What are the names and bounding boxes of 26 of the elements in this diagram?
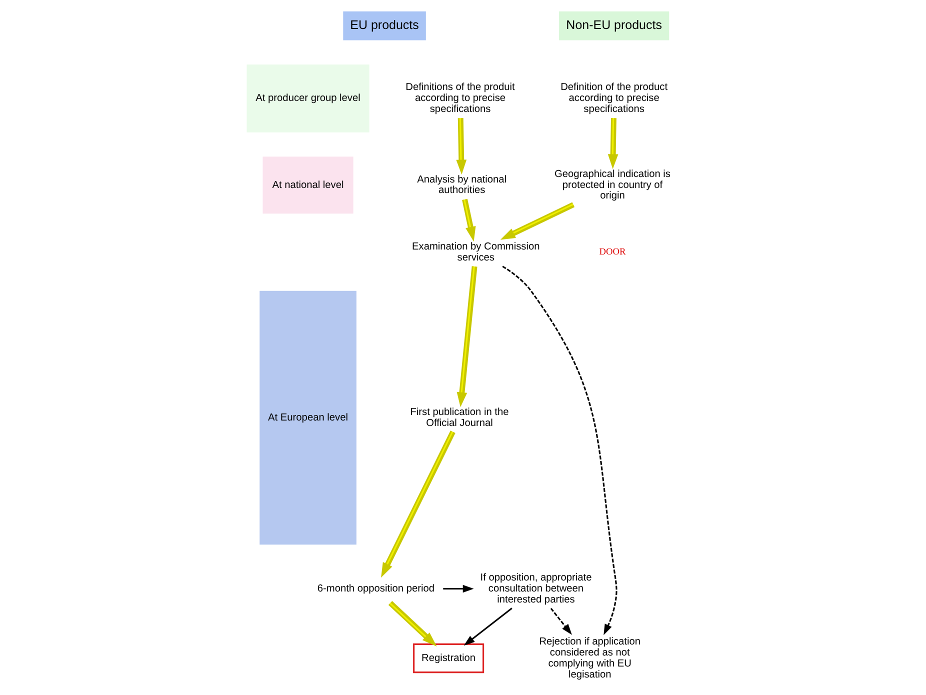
node-text: If opposition, appropriate consultation between interested parties xyxy=(480,572,592,606)
node-text: Definition of the product according to precise specifications xyxy=(560,82,668,116)
arrow xyxy=(464,608,512,646)
node-text: 6-month opposition period xyxy=(317,583,434,594)
arrow xyxy=(388,600,437,646)
node-box: Non-EU products xyxy=(559,11,670,40)
node-text: Examination by Commission services xyxy=(412,241,540,264)
node-text: Geographical indication is protected in country of origin xyxy=(554,168,670,202)
arrow xyxy=(456,118,467,175)
arrow xyxy=(502,266,618,636)
node-box: At national level xyxy=(262,156,354,214)
arrow xyxy=(550,608,572,635)
node-text: Definitions of the produit according to precise specifications xyxy=(406,82,515,116)
label: DOOR xyxy=(599,248,626,258)
arrow xyxy=(443,584,474,593)
node-box: EU products xyxy=(343,11,426,40)
arrow xyxy=(381,430,456,578)
arrow xyxy=(608,118,618,170)
node-box: Registration xyxy=(413,643,484,674)
node-text: First publication in the Official Journal xyxy=(410,406,509,429)
node-text: Rejection if application considered as not complying with EU legisation xyxy=(539,636,641,680)
node-text: Analysis by national authorities xyxy=(417,174,507,196)
arrow xyxy=(500,202,575,240)
arrow xyxy=(456,266,478,408)
arrow xyxy=(462,198,476,242)
node-box: At European level xyxy=(260,290,356,545)
